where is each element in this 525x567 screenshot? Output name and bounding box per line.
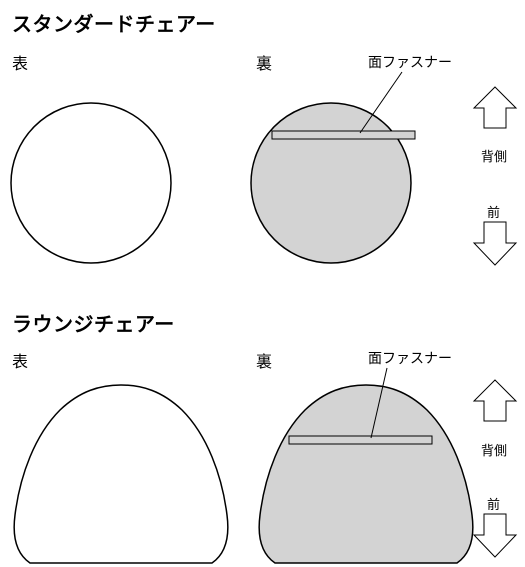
fastener-leader-line — [359, 71, 403, 134]
fastener-label: 面ファスナー — [368, 351, 452, 367]
fastener-strip — [271, 130, 416, 140]
down-arrow-icon — [472, 513, 518, 558]
fastener-strip — [288, 435, 433, 445]
up-arrow-icon — [472, 379, 518, 422]
fastener-leader-line — [370, 367, 388, 439]
standard-chair-drawing — [10, 71, 518, 266]
lounge-chair-drawing — [13, 367, 518, 564]
front-label: 表 — [12, 54, 29, 73]
back-cushion-outline — [250, 102, 412, 264]
front-cushion-outline — [13, 384, 229, 564]
up-arrow-icon — [472, 86, 518, 129]
front-cushion-outline — [10, 102, 172, 264]
standard-chair-section: スタンダードチェアー 表 裏 面ファスナー 背側 前 — [10, 12, 518, 266]
back-cushion-outline — [258, 384, 474, 564]
front-side-label: 前 — [487, 206, 501, 221]
back-label: 裏 — [256, 54, 273, 73]
section-title: ラウンジチェアー — [12, 312, 175, 336]
back-label: 裏 — [256, 352, 273, 371]
front-label: 表 — [12, 352, 29, 371]
back-side-label: 背側 — [481, 150, 508, 165]
lounge-chair-section: ラウンジチェアー 表 裏 面ファスナー 背側 前 — [0, 300, 525, 567]
back-side-label: 背側 — [481, 444, 508, 459]
front-side-label: 前 — [487, 498, 501, 513]
section-title: スタンダードチェアー — [12, 12, 216, 36]
down-arrow-icon — [472, 221, 518, 266]
fastener-label: 面ファスナー — [368, 55, 452, 71]
